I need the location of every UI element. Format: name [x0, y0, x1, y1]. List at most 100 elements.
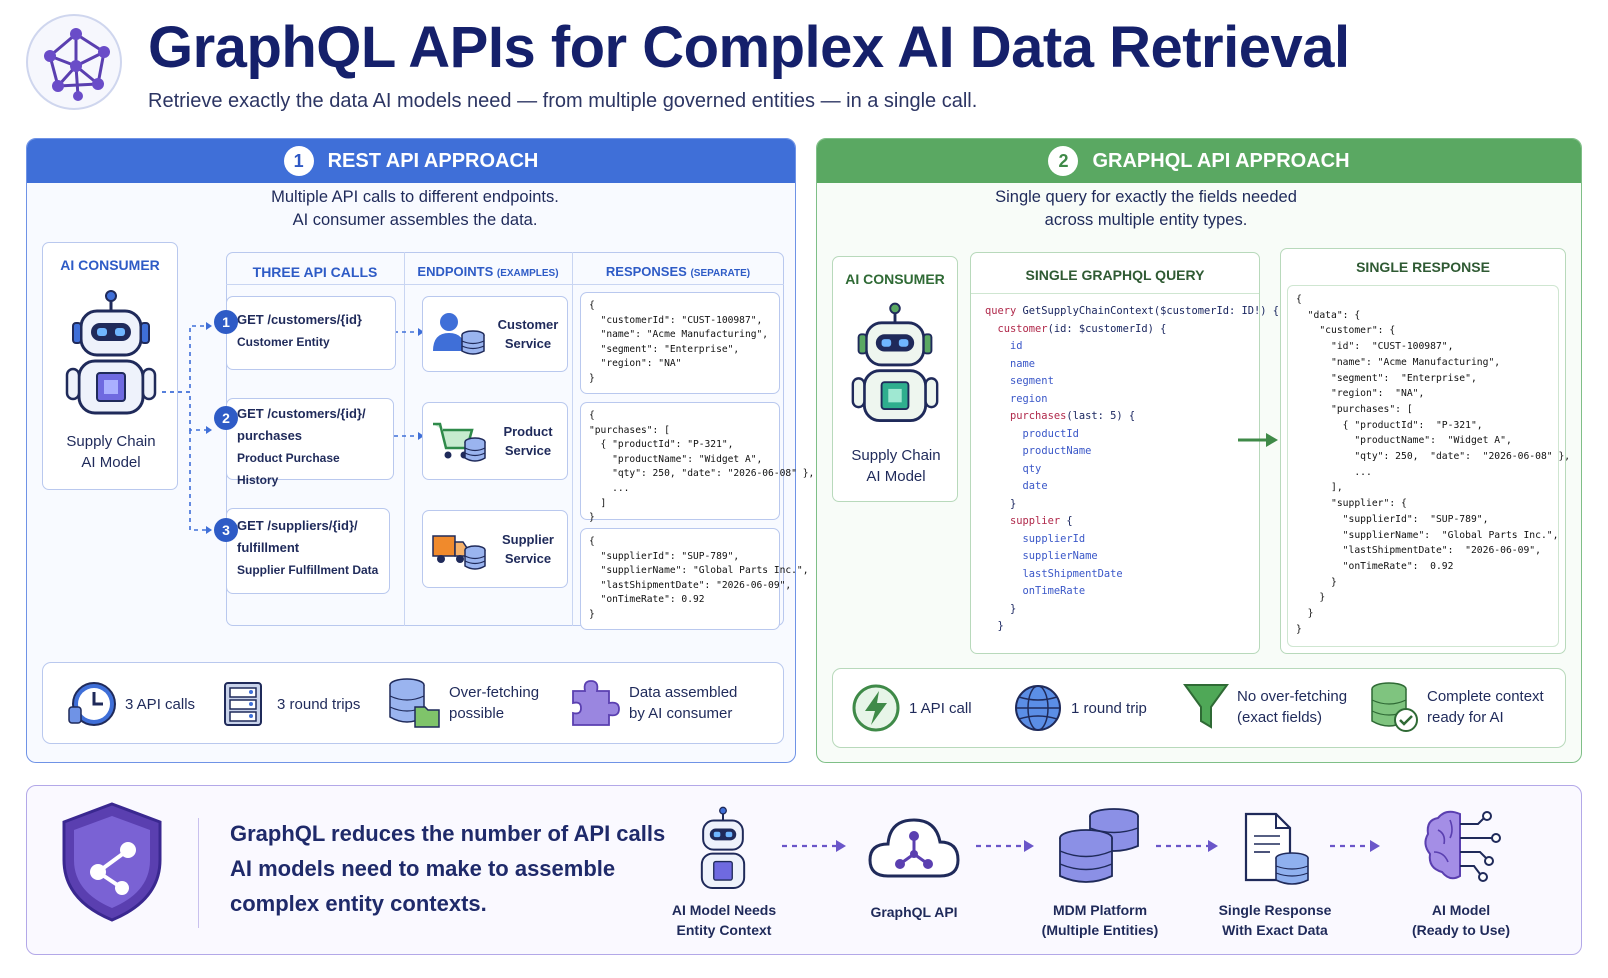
cart-database-icon	[433, 422, 486, 462]
graphql-stat-calls-label: 1 API call	[909, 699, 972, 717]
flow-3-line1: MDM Platform	[1052, 902, 1148, 918]
endpoint-1-line2: Service	[504, 336, 552, 351]
rest-consumer-name-line1: Supply Chain	[66, 433, 156, 450]
context-line1: Complete context	[1427, 688, 1544, 705]
divider	[971, 293, 1259, 294]
graphql-description: Single query for exactly the fields need…	[936, 186, 1356, 232]
graphql-query-code: query GetSupplyChainContext($customerId:…	[985, 305, 1280, 632]
rest-consumer-name-line2: AI Model	[81, 454, 141, 471]
col-responses-label: RESPONSES	[605, 264, 687, 279]
flow-1-line2: Entity Context	[676, 922, 772, 938]
col-responses-note: (SEPARATE)	[690, 268, 751, 279]
assembled-line1: Data assembled	[629, 684, 738, 701]
database-stack-icon	[1059, 808, 1139, 883]
rest-step-number: 1	[283, 146, 314, 176]
api-call-3-path-cont: fulfillment	[237, 540, 300, 555]
endpoint-2-line2: Service	[504, 443, 552, 458]
shield-icon	[62, 802, 162, 922]
table-divider	[226, 284, 784, 285]
api-call-1-entity: Customer Entity	[237, 335, 330, 349]
col-endpoints-label: ENDPOINTS	[417, 264, 494, 279]
graphql-stat-nooverfetch-label: No over-fetching(exact fields)	[1237, 686, 1347, 728]
response-customer-json: { "customerId": "CUST-100987", "name": "…	[589, 300, 769, 384]
summary-line3: complex entity contexts.	[230, 891, 487, 916]
brain-circuit-icon	[1424, 810, 1501, 882]
robot-icon	[700, 806, 746, 890]
clock-icon	[68, 682, 116, 726]
graphql-stat-roundtrip-label: 1 round trip	[1071, 699, 1147, 717]
graphql-step-number: 2	[1048, 146, 1079, 176]
col-header-responses: RESPONSES (SEPARATE)	[572, 264, 784, 279]
lightning-icon	[852, 684, 900, 732]
col-endpoints-note: (EXAMPLES)	[496, 268, 559, 279]
call-badge-1: 1	[214, 310, 238, 334]
graphql-consumer-label: AI CONSUMER	[845, 271, 945, 287]
funnel-icon	[1183, 684, 1229, 729]
api-call-3: GET /suppliers/{id}/ fulfillment Supplie…	[226, 508, 390, 594]
graphql-desc-line1: Single query for exactly the fields need…	[995, 188, 1297, 206]
graphql-response-inner: { "data": { "customer": { "id": "CUST-10…	[1287, 285, 1571, 647]
summary-message: GraphQL reduces the number of API calls …	[230, 816, 665, 921]
rest-desc-line2: AI consumer assembles the data.	[292, 211, 538, 229]
response-purchases-json: { "purchases": [ { "productId": "P-321",…	[589, 410, 815, 524]
graphql-panel-title: GRAPHQL API APPROACH	[1092, 149, 1350, 172]
flow-3-line2: (Multiple Entities)	[1041, 922, 1159, 938]
flow-1-line1: AI Model Needs	[671, 902, 777, 918]
col-header-calls: THREE API CALLS	[252, 264, 378, 280]
call-badge-2: 2	[214, 406, 238, 430]
graphql-panel-header: 2 GRAPHQL API APPROACH	[817, 139, 1581, 183]
graph-network-icon	[26, 14, 122, 110]
call-badge-3: 3	[214, 518, 238, 542]
flow-step-3: MDM Platform (Multiple Entities)	[1030, 900, 1170, 940]
user-database-icon	[433, 313, 485, 355]
api-call-1-path: GET /customers/{id}	[237, 312, 362, 327]
document-database-icon	[1244, 812, 1309, 885]
graphql-response-box: SINGLE RESPONSE { "data": { "customer": …	[1280, 248, 1571, 654]
flow-arrows	[782, 840, 1380, 852]
summary-banner	[26, 785, 1582, 955]
flow-4-line1: Single Response	[1218, 902, 1332, 918]
rest-stat-calls-label: 3 API calls	[125, 695, 196, 713]
overfetch-line2: possible	[449, 705, 505, 722]
graphql-stat-nooverfetch: No over-fetching(exact fields)	[1183, 681, 1347, 733]
rest-panel-title: REST API APPROACH	[327, 149, 539, 172]
rest-description: Multiple API calls to different endpoint…	[180, 186, 650, 232]
page-title: GraphQL APIs for Complex AI Data Retriev…	[148, 15, 1350, 80]
response-supplier-json: { "supplierId": "SUP-789", "supplierName…	[589, 536, 809, 620]
summary-line1: GraphQL reduces the number of API calls	[230, 821, 666, 846]
database-folder-icon	[389, 678, 440, 728]
api-call-2-entity: Product Purchase History	[237, 451, 340, 487]
robot-icon	[851, 302, 939, 422]
flow-4-line2: With Exact Data	[1222, 922, 1328, 938]
col-header-endpoints: ENDPOINTS (EXAMPLES)	[404, 264, 572, 279]
rest-panel-header: 1 REST API APPROACH	[27, 139, 795, 183]
truck-database-icon	[432, 535, 486, 570]
response-customer: { "customerId": "CUST-100987", "name": "…	[580, 292, 780, 394]
graphql-query-box: SINGLE GRAPHQL QUERY query GetSupplyChai…	[970, 252, 1279, 654]
nooverfetch-line2: (exact fields)	[1237, 709, 1323, 726]
page-subtitle: Retrieve exactly the data AI models need…	[148, 90, 978, 112]
api-call-2: GET /customers/{id}/ purchases Product P…	[226, 398, 394, 487]
globe-icon	[1015, 685, 1061, 731]
graphql-stats: 1 API call 1 round trip No over-fetching…	[832, 668, 1566, 748]
rest-stat-roundtrips: 3 round trips	[221, 679, 360, 729]
flow-2-line1: GraphQL API	[870, 904, 958, 920]
robot-icon	[65, 290, 157, 415]
database-check-icon	[1371, 682, 1418, 732]
graphql-response-json: { "data": { "customer": { "id": "CUST-10…	[1296, 294, 1571, 635]
api-call-3-entity: Supplier Fulfillment Data	[237, 563, 379, 577]
api-call-2-path: GET /customers/{id}/	[237, 406, 366, 421]
api-call-3-path: GET /suppliers/{id}/	[237, 518, 358, 533]
puzzle-icon	[572, 680, 620, 726]
graphql-ai-consumer: AI CONSUMER Supply Chain AI Model	[832, 256, 958, 502]
